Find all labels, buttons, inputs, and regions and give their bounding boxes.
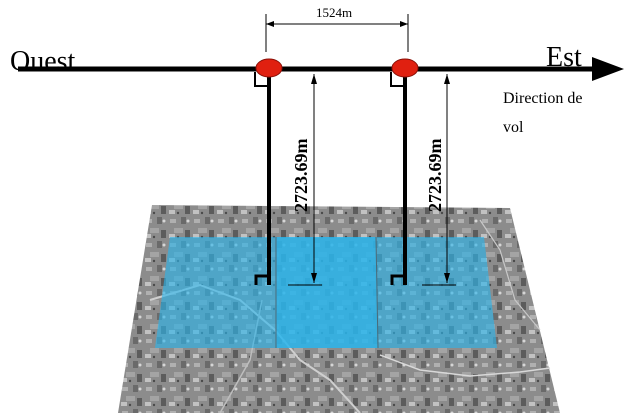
baseline-distance-label: 1524m [316, 5, 352, 20]
axis-arrowhead [592, 57, 624, 81]
altitude-right-label: 2723.69m [425, 139, 445, 213]
photo-footprints [155, 236, 497, 349]
west-label: Ouest [10, 46, 76, 77]
camera-right-marker [391, 58, 419, 78]
footprint-divider-right [375, 236, 379, 349]
baseline-dimension: 1524m [265, 5, 409, 52]
direction-label-line1: Direction de [503, 90, 583, 107]
east-label: Est [546, 42, 582, 73]
altitude-dimension-left: 2723.69m [288, 74, 322, 286]
altitude-dimension-right: 2723.69m [422, 74, 456, 286]
direction-label-line2: vol [503, 119, 524, 136]
altitude-left-label: 2723.69m [291, 139, 311, 213]
footprint-right [276, 237, 497, 348]
camera-station-left [254, 58, 283, 285]
camera-left-marker [255, 58, 283, 78]
camera-station-right [390, 58, 419, 285]
flight-axis: Ouest Est Direction de vol [10, 42, 624, 136]
